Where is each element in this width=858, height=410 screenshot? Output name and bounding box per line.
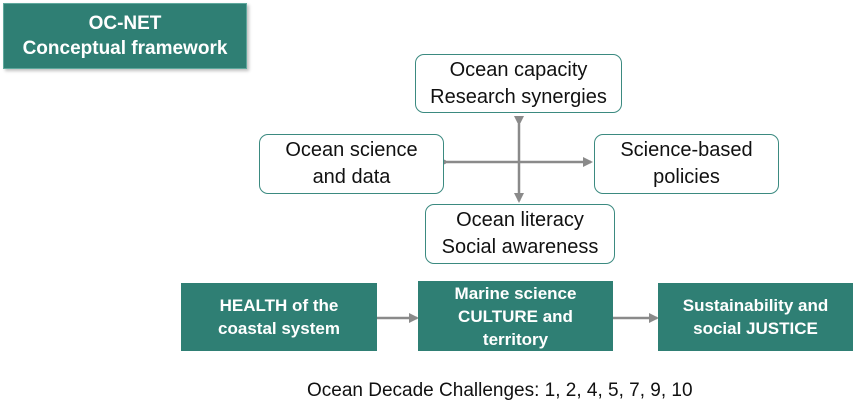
ocean-science-line-2: and data bbox=[312, 166, 391, 188]
culture-pillar-box: Marine science CULTURE and territory bbox=[418, 281, 613, 351]
health-pillar-line-2: coastal system bbox=[218, 319, 340, 338]
ocean-capacity-box: Ocean capacity Research synergies bbox=[415, 54, 622, 113]
title-line-1: OC-NET bbox=[88, 13, 162, 34]
science-policies-line-1: Science-based bbox=[620, 139, 753, 161]
justice-pillar-box: Sustainability and social JUSTICE bbox=[658, 283, 853, 351]
science-policies-box: Science-based policies bbox=[594, 134, 779, 194]
science-policies-line-2: policies bbox=[653, 166, 720, 188]
culture-pillar-line-3: territory bbox=[482, 329, 549, 349]
ocean-science-box: Ocean science and data bbox=[259, 134, 444, 194]
ocean-literacy-box: Ocean literacy Social awareness bbox=[425, 204, 615, 264]
ocean-science-line-1: Ocean science bbox=[285, 139, 418, 161]
ocean-capacity-line-2: Research synergies bbox=[430, 85, 607, 108]
ocean-capacity-line-1: Ocean capacity bbox=[449, 58, 588, 81]
culture-pillar-line-1: Marine science bbox=[454, 283, 577, 303]
culture-pillar-line-2: CULTURE and bbox=[458, 306, 573, 326]
ocean-literacy-line-2: Social awareness bbox=[441, 236, 599, 258]
ocean-decade-challenges: Ocean Decade Challenges: 1, 2, 4, 5, 7, … bbox=[307, 380, 693, 401]
health-pillar-box: HEALTH of the coastal system bbox=[181, 283, 377, 351]
ocean-literacy-line-1: Ocean literacy bbox=[456, 209, 584, 231]
health-pillar-line-1: HEALTH of the bbox=[219, 296, 339, 315]
framework-title: OC-NET Conceptual framework bbox=[3, 3, 247, 69]
title-line-2: Conceptual framework bbox=[22, 38, 228, 59]
justice-pillar-line-1: Sustainability and bbox=[682, 296, 829, 315]
justice-pillar-line-2: social JUSTICE bbox=[693, 319, 818, 338]
